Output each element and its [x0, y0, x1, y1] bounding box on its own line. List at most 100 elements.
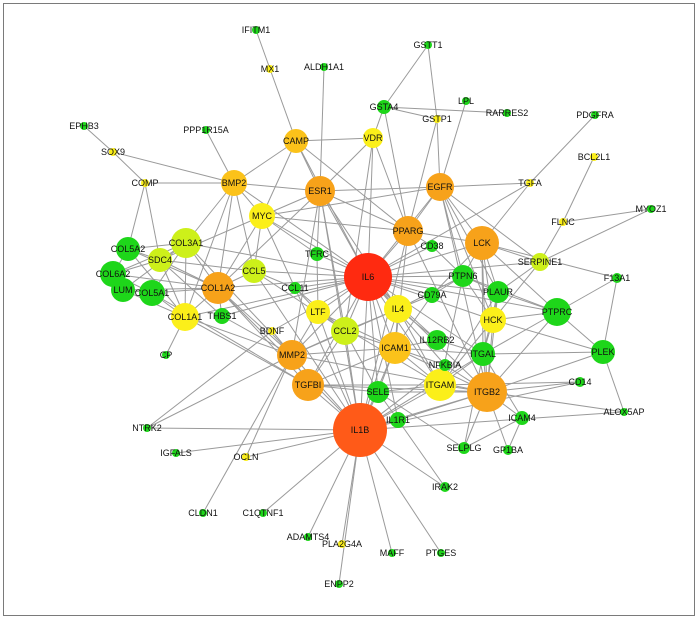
node-circle[interactable]	[277, 340, 307, 370]
node-ppp1r15a[interactable]: PPP1R15A	[183, 125, 229, 135]
node-circle[interactable]	[202, 272, 234, 304]
node-circle[interactable]	[338, 540, 346, 548]
node-circle[interactable]	[465, 226, 499, 260]
node-ptprc[interactable]: PTPRC	[542, 298, 573, 326]
node-ptpn6[interactable]: PTPN6	[448, 265, 478, 287]
node-ccl2[interactable]: CCL2	[331, 317, 359, 345]
node-maff[interactable]: MAFF	[380, 548, 405, 558]
node-circle[interactable]	[437, 549, 445, 557]
node-circle[interactable]	[363, 128, 383, 148]
node-circle[interactable]	[305, 176, 335, 206]
node-circle[interactable]	[139, 280, 165, 306]
node-col5a2[interactable]: COL5A2	[111, 237, 146, 261]
node-circle[interactable]	[377, 100, 391, 114]
node-circle[interactable]	[590, 153, 598, 161]
node-serpine1[interactable]: SERPINE1	[518, 253, 563, 271]
node-circle[interactable]	[612, 273, 622, 283]
node-selplg[interactable]: SELPLG	[446, 442, 482, 454]
node-circle[interactable]	[249, 203, 275, 229]
node-circle[interactable]	[221, 170, 247, 196]
node-circle[interactable]	[116, 237, 140, 261]
node-cd14[interactable]: CD14	[568, 377, 592, 387]
node-circle[interactable]	[440, 482, 450, 492]
node-circle[interactable]	[559, 218, 567, 226]
node-circle[interactable]	[647, 205, 655, 213]
node-circle[interactable]	[268, 327, 276, 335]
node-circle[interactable]	[543, 298, 571, 326]
node-egfr[interactable]: EGFR	[426, 173, 454, 201]
node-circle[interactable]	[426, 173, 454, 201]
node-tfrc[interactable]: TFRC	[305, 247, 329, 261]
node-rarres2[interactable]: RARRES2	[486, 108, 529, 118]
node-thbs1[interactable]: THBS1	[207, 308, 237, 324]
node-icam1[interactable]: ICAM1	[379, 332, 411, 364]
node-circle[interactable]	[143, 424, 151, 432]
node-f13a1[interactable]: F13A1	[604, 273, 631, 283]
node-circle[interactable]	[515, 411, 529, 425]
node-circle[interactable]	[344, 253, 392, 301]
node-il6[interactable]: IL6	[344, 253, 392, 301]
node-col1a2[interactable]: COL1A2	[201, 272, 236, 304]
node-circle[interactable]	[242, 453, 250, 461]
node-ptges[interactable]: PTGES	[426, 548, 457, 558]
node-esr1[interactable]: ESR1	[305, 176, 335, 206]
node-col3a1[interactable]: COL3A1	[169, 228, 204, 258]
node-circle[interactable]	[111, 278, 135, 302]
node-circle[interactable]	[171, 228, 201, 258]
node-circle[interactable]	[471, 342, 495, 366]
node-enpp2[interactable]: ENPP2	[324, 579, 354, 589]
node-il1b[interactable]: IL1B	[333, 403, 387, 457]
node-lum[interactable]: LUM	[111, 278, 135, 302]
node-circle[interactable]	[591, 340, 615, 364]
node-circle[interactable]	[503, 109, 511, 117]
node-flnc[interactable]: FLNC	[551, 217, 575, 227]
node-circle[interactable]	[620, 408, 628, 416]
node-lck[interactable]: LCK	[465, 226, 499, 260]
node-c1qtnf1[interactable]: C1QTNF1	[242, 508, 283, 518]
node-gstt1[interactable]: GSTT1	[413, 40, 442, 50]
node-ltf[interactable]: LTF	[306, 300, 330, 324]
node-myc[interactable]: MYC	[249, 203, 275, 229]
node-gstp1[interactable]: GSTP1	[422, 114, 452, 124]
node-lpl[interactable]: LPL	[458, 96, 474, 106]
node-ocln[interactable]: OCLN	[233, 452, 258, 462]
node-itgal[interactable]: ITGAL	[470, 342, 496, 366]
node-itgb2[interactable]: ITGB2	[467, 372, 507, 412]
node-circle[interactable]	[393, 216, 423, 246]
node-circle[interactable]	[162, 351, 170, 359]
node-irak2[interactable]: IRAK2	[432, 482, 458, 492]
node-circle[interactable]	[384, 295, 412, 323]
node-circle[interactable]	[141, 179, 149, 187]
node-tgfbi[interactable]: TGFBI	[292, 369, 324, 401]
node-circle[interactable]	[292, 369, 324, 401]
node-adamts4[interactable]: ADAMTS4	[287, 532, 330, 542]
node-circle[interactable]	[452, 265, 474, 287]
node-cldn1[interactable]: CLDN1	[188, 508, 218, 518]
node-cd38[interactable]: CD38	[420, 240, 444, 252]
node-circle[interactable]	[388, 549, 396, 557]
node-ephb3[interactable]: EPHB3	[69, 121, 99, 131]
node-circle[interactable]	[310, 247, 324, 261]
node-pparg[interactable]: PPARG	[393, 216, 424, 246]
node-circle[interactable]	[304, 533, 312, 541]
node-sele[interactable]: SELE	[366, 381, 390, 403]
node-il12rb2[interactable]: IL12RB2	[419, 330, 455, 350]
node-camp[interactable]: CAMP	[283, 129, 309, 153]
node-circle[interactable]	[531, 253, 549, 271]
node-circle[interactable]	[214, 308, 230, 324]
node-circle[interactable]	[390, 412, 406, 428]
node-plaur[interactable]: PLAUR	[483, 281, 514, 303]
node-circle[interactable]	[433, 115, 441, 123]
node-gp1ba[interactable]: GP1BA	[493, 445, 523, 455]
node-circle[interactable]	[487, 281, 509, 303]
node-aldh1a1[interactable]: ALDH1A1	[304, 62, 344, 72]
node-il1r1[interactable]: IL1R1	[386, 412, 410, 428]
node-circle[interactable]	[526, 179, 534, 187]
node-cp[interactable]: CP	[160, 350, 173, 360]
node-circle[interactable]	[202, 126, 210, 134]
node-circle[interactable]	[80, 122, 88, 130]
node-pdgfra[interactable]: PDGFRA	[576, 110, 614, 120]
node-il4[interactable]: IL4	[384, 295, 412, 323]
node-vdr[interactable]: VDR	[363, 128, 383, 148]
node-bcl2l1[interactable]: BCL2L1	[578, 152, 611, 162]
